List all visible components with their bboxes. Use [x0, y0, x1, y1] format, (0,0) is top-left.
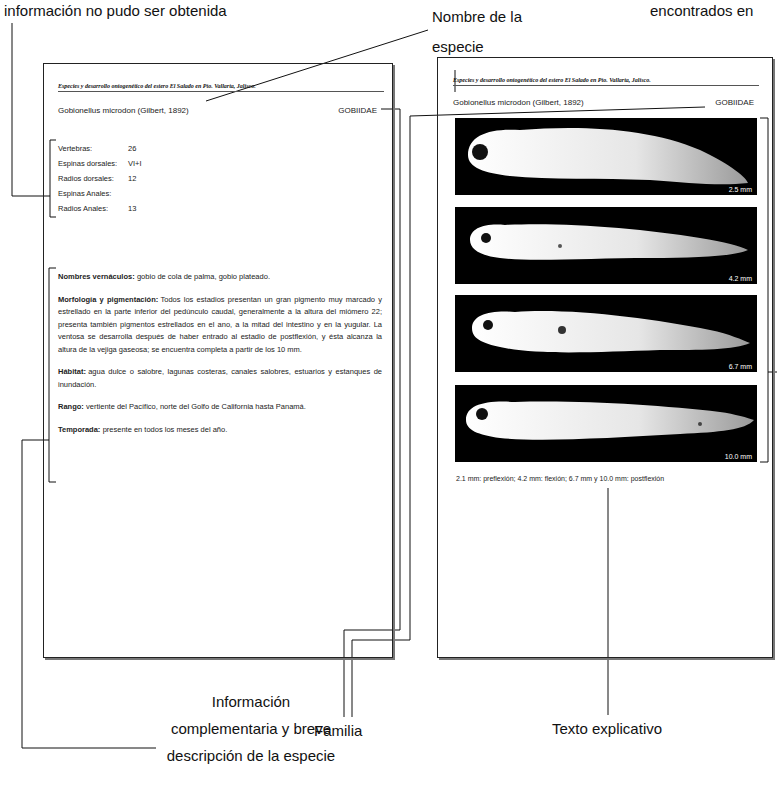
callout-text: Texto explicativo	[552, 720, 662, 737]
section-heading: Rango:	[58, 402, 84, 411]
section-heading: Nombres vernáculos:	[58, 272, 135, 281]
meristic-value: 13	[128, 204, 136, 213]
species-name: Gobionellus microdon (Gilbert, 1892)	[58, 106, 189, 115]
leader-line	[352, 107, 705, 717]
species-description: Nombres vernáculos:gobio de cola de palm…	[58, 271, 382, 446]
meristic-label: Vertebras:	[58, 144, 92, 153]
meristic-label: Radios dorsales:	[58, 174, 114, 183]
larva-eye	[476, 408, 488, 420]
larva-eye	[481, 233, 491, 243]
species-name: Gobionellus microdon (Gilbert, 1892)	[58, 106, 189, 116]
meristic-label: Espinas dorsales:	[58, 159, 117, 168]
callout-text: Información complementaria y breve descr…	[167, 693, 335, 764]
meristic-value: 26	[128, 144, 136, 153]
family-name: GOBIIDAE	[338, 106, 377, 115]
figure-caption: 2.1 mm: preflexión; 4.2 mm: flexión; 6.7…	[456, 475, 664, 482]
document-page: Especies y desarrollo ontogenético del e…	[437, 57, 773, 658]
larva-photo: 6.7 mm	[456, 296, 758, 375]
callout-text: información no pudo ser obtenida	[4, 2, 227, 19]
bracket	[49, 268, 56, 482]
bracket	[760, 118, 768, 462]
photo-ground	[455, 385, 757, 462]
larva-photo: 10.0 mm	[456, 386, 758, 465]
running-header: Especies y desarrollo ontogenético del e…	[58, 83, 256, 89]
pigment-spot	[698, 422, 702, 426]
size-label: 6.7 mm	[729, 363, 752, 370]
pigment-spot	[558, 244, 562, 248]
bracket	[50, 140, 56, 217]
section-text: vertiente del Pacífico, norte del Golfo …	[86, 402, 306, 411]
paragraph: Nombres vernáculos:gobio de cola de palm…	[58, 271, 382, 284]
larva-eye	[483, 320, 493, 330]
leader-line	[344, 109, 400, 717]
paragraph: Rango:vertiente del Pacífico, norte del …	[58, 401, 382, 414]
meristic-value: 26	[128, 144, 136, 153]
meristic-label: Espinas Anales:	[58, 189, 111, 198]
family-name: GOBIIDAE	[715, 98, 754, 107]
size-label: 10.0 mm	[725, 453, 752, 460]
figure-caption: 2.1 mm: preflexión; 4.2 mm: flexión; 6.7…	[456, 474, 756, 483]
meristic-value: 12	[128, 174, 136, 183]
meristic-value: 12	[128, 174, 136, 183]
larva-photo: 4.2 mm	[456, 208, 758, 287]
leader-line	[12, 23, 50, 196]
larva-eye	[472, 144, 488, 160]
meristic-label: Radios Anales:	[58, 204, 108, 213]
section-text: gobio de cola de palma, gobio plateado.	[137, 272, 270, 281]
species-name: Gobionellus microdon (Gilbert, 1892)	[453, 98, 584, 107]
callout-text: encontrados en	[650, 2, 753, 19]
size-label: 4.2 mm	[729, 275, 752, 282]
section-heading: Hábitat:	[58, 367, 86, 376]
size-label: 2.5 mm	[729, 186, 752, 194]
size-label: 4.2 mm	[729, 275, 752, 283]
section-text: presente en todos los meses del año.	[103, 425, 228, 434]
leader-line	[608, 488, 609, 715]
callout-label: Texto explicativo	[552, 720, 662, 738]
paragraph: Hábitat:agua dulce o salobre, lagunas co…	[58, 366, 382, 391]
larva-figure	[472, 311, 750, 352]
document-page: Especies y desarrollo ontogenético del e…	[43, 63, 393, 658]
species-name: Gobionellus microdon (Gilbert, 1892)	[453, 98, 584, 108]
running-header: Especies y desarrollo ontogenético del e…	[453, 77, 651, 83]
family-name: GOBIIDAE	[715, 98, 754, 108]
size-label: 2.5 mm	[729, 186, 752, 193]
callout-label: encontrados en	[650, 2, 753, 20]
pigment-spot	[558, 326, 566, 334]
callout-text: Familia	[314, 722, 362, 739]
meristic-label: Espinas dorsales:	[58, 159, 117, 168]
meristic-label: Vertebras:	[58, 144, 92, 153]
family-name: GOBIIDAE	[338, 106, 377, 116]
size-label: 6.7 mm	[729, 363, 752, 371]
larva-figure	[466, 402, 754, 440]
meristic-value: VI+I	[128, 159, 142, 168]
callout-label: información no pudo ser obtenida	[4, 2, 227, 20]
meristic-label: Radios Anales:	[58, 204, 108, 213]
larva-photo: 2.5 mm	[456, 119, 758, 198]
section-heading: Temporada:	[58, 425, 100, 434]
leader-line	[206, 30, 428, 101]
running-header: Especies y desarrollo ontogenético del e…	[58, 82, 384, 92]
meristic-label: Radios dorsales:	[58, 174, 114, 183]
photo-ground	[455, 207, 757, 284]
photo-ground	[455, 118, 757, 195]
larva-figure	[470, 224, 748, 260]
meristic-value: VI+I	[128, 159, 142, 168]
callout-label: Nombre de la especie	[432, 2, 554, 62]
paragraph: Temporada:presente en todos los meses de…	[58, 424, 382, 437]
running-header: Especies y desarrollo ontogenético del e…	[453, 76, 759, 86]
callout-text: Nombre de la especie	[432, 8, 522, 55]
section-text: agua dulce o salobre, lagunas costeras, …	[58, 367, 382, 389]
size-label: 10.0 mm	[725, 453, 752, 461]
callout-label: Familia	[314, 722, 362, 740]
photo-ground	[455, 295, 757, 372]
paragraph: Morfología y pigmentación:Todos los esta…	[58, 294, 382, 357]
meristic-label: Espinas Anales:	[58, 189, 111, 198]
meristic-value: 13	[128, 204, 136, 213]
larva-figure	[468, 128, 748, 184]
section-heading: Morfología y pigmentación:	[58, 295, 158, 304]
